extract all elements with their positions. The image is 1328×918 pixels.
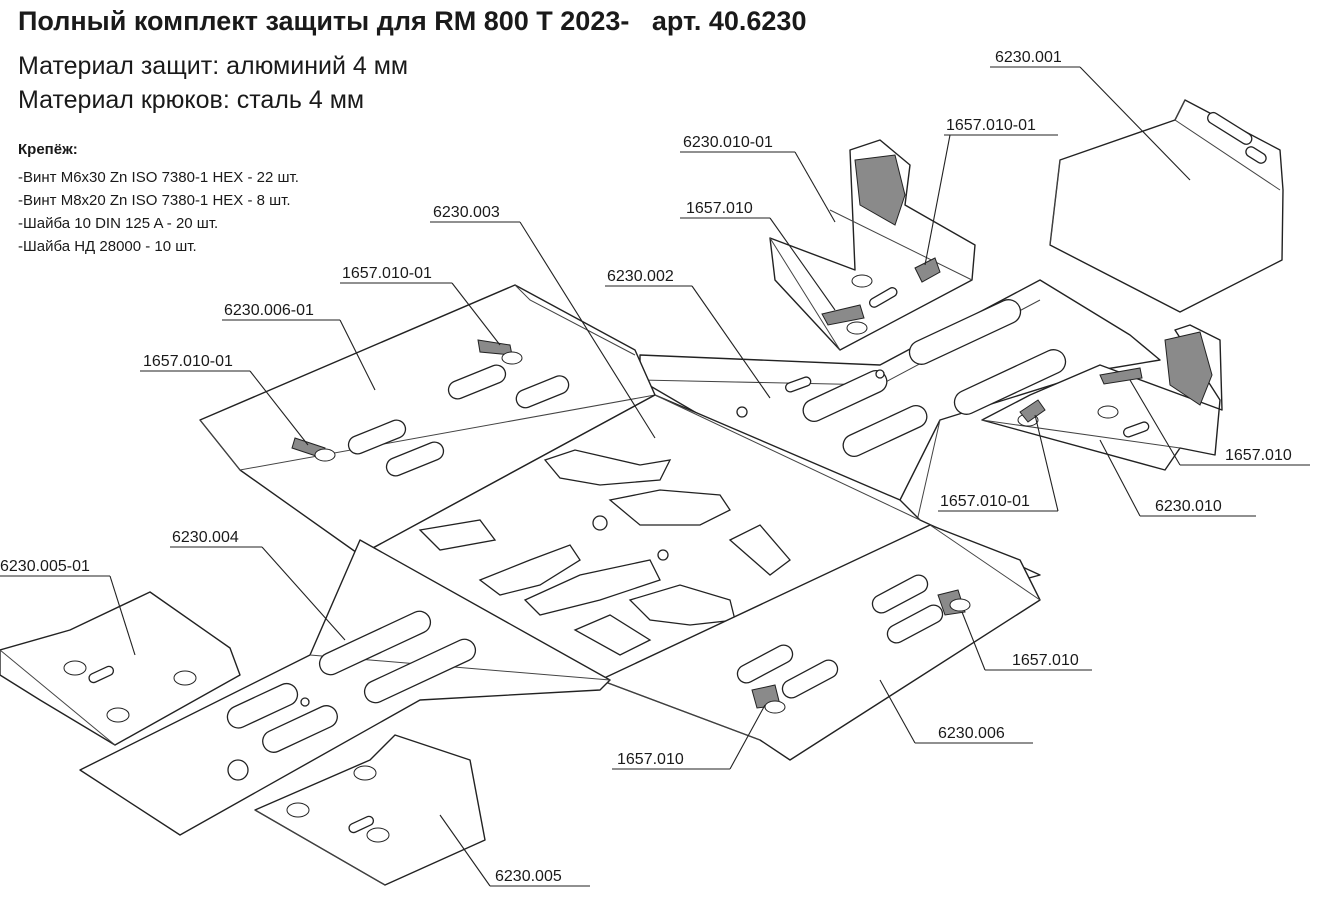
callout-6230-003: 6230.003: [430, 204, 656, 439]
svg-text:6230.002: 6230.002: [607, 268, 674, 285]
svg-text:1657.010-01: 1657.010-01: [342, 265, 432, 282]
callout-6230-001: 6230.001: [990, 49, 1191, 181]
svg-text:6230.005-01: 6230.005-01: [0, 558, 90, 575]
svg-text:6230.005: 6230.005: [495, 868, 562, 885]
svg-text:6230.001: 6230.001: [995, 49, 1062, 66]
callout-1657-010-01-top: 1657.010-01: [924, 117, 1058, 266]
callout-6230-005: 6230.005: [439, 814, 590, 887]
part-6230-006: [599, 524, 1041, 761]
callout-6230-006: 6230.006: [879, 679, 1033, 744]
callout-1657-010-bottom-right: 1657.010: [961, 611, 1092, 671]
part-6230-005: [254, 734, 486, 886]
callout-1657-010-bottom: 1657.010: [612, 704, 766, 770]
fasteners-list: -Винт М6х30 Zn ISO 7380-1 HEX - 22 шт. -…: [18, 166, 299, 258]
callout-1657-010-01-left: 1657.010-01: [140, 353, 309, 446]
fastener-item: -Шайба 10 DIN 125 A - 20 шт.: [18, 215, 219, 232]
fastener-item: -Винт М8х20 Zn ISO 7380-1 HEX - 8 шт.: [18, 192, 291, 209]
svg-text:6230.006: 6230.006: [938, 725, 1005, 742]
page-title: Полный комплект защиты для RM 800 T 2023…: [18, 6, 807, 36]
callout-6230-005-01: 6230.005-01: [0, 558, 136, 656]
callout-6230-010: 6230.010: [1099, 439, 1256, 517]
svg-text:1657.010: 1657.010: [1012, 652, 1079, 669]
material-hooks: Материал крюков: сталь 4 мм: [18, 86, 365, 114]
svg-text:6230.010: 6230.010: [1155, 498, 1222, 515]
svg-text:6230.006-01: 6230.006-01: [224, 302, 314, 319]
part-6230-001: [1049, 99, 1284, 313]
fastener-item: -Шайба НД 28000 - 10 шт.: [18, 238, 197, 255]
part-6230-005-01: [0, 591, 241, 746]
callout-1657-010-01-mid: 1657.010-01: [340, 265, 501, 346]
callout-6230-004: 6230.004: [170, 529, 346, 641]
svg-text:1657.010-01: 1657.010-01: [946, 117, 1036, 134]
callout-1657-010-top: 1657.010: [680, 200, 836, 311]
part-6230-006-01: [199, 284, 656, 556]
material-plates: Материал защит: алюминий 4 мм: [18, 52, 409, 80]
callout-1657-010-right: 1657.010: [1129, 379, 1310, 466]
fastener-item: -Винт М6х30 Zn ISO 7380-1 HEX - 22 шт.: [18, 169, 299, 186]
svg-text:1657.010-01: 1657.010-01: [940, 493, 1030, 510]
svg-text:6230.003: 6230.003: [433, 204, 500, 221]
svg-text:1657.010: 1657.010: [617, 751, 684, 768]
svg-text:1657.010-01: 1657.010-01: [143, 353, 233, 370]
callout-1657-010-01-right: 1657.010-01: [938, 414, 1059, 512]
callout-6230-010-01: 6230.010-01: [680, 134, 836, 223]
svg-text:1657.010: 1657.010: [686, 200, 753, 217]
fasteners-heading: Крепёж:: [18, 141, 78, 158]
svg-text:1657.010: 1657.010: [1225, 447, 1292, 464]
part-6230-004: [79, 539, 611, 836]
svg-text:6230.010-01: 6230.010-01: [683, 134, 773, 151]
svg-text:6230.004: 6230.004: [172, 529, 239, 546]
callout-6230-002: 6230.002: [605, 268, 771, 399]
callout-6230-006-01: 6230.006-01: [222, 302, 376, 391]
part-6230-010-01: [769, 139, 976, 351]
